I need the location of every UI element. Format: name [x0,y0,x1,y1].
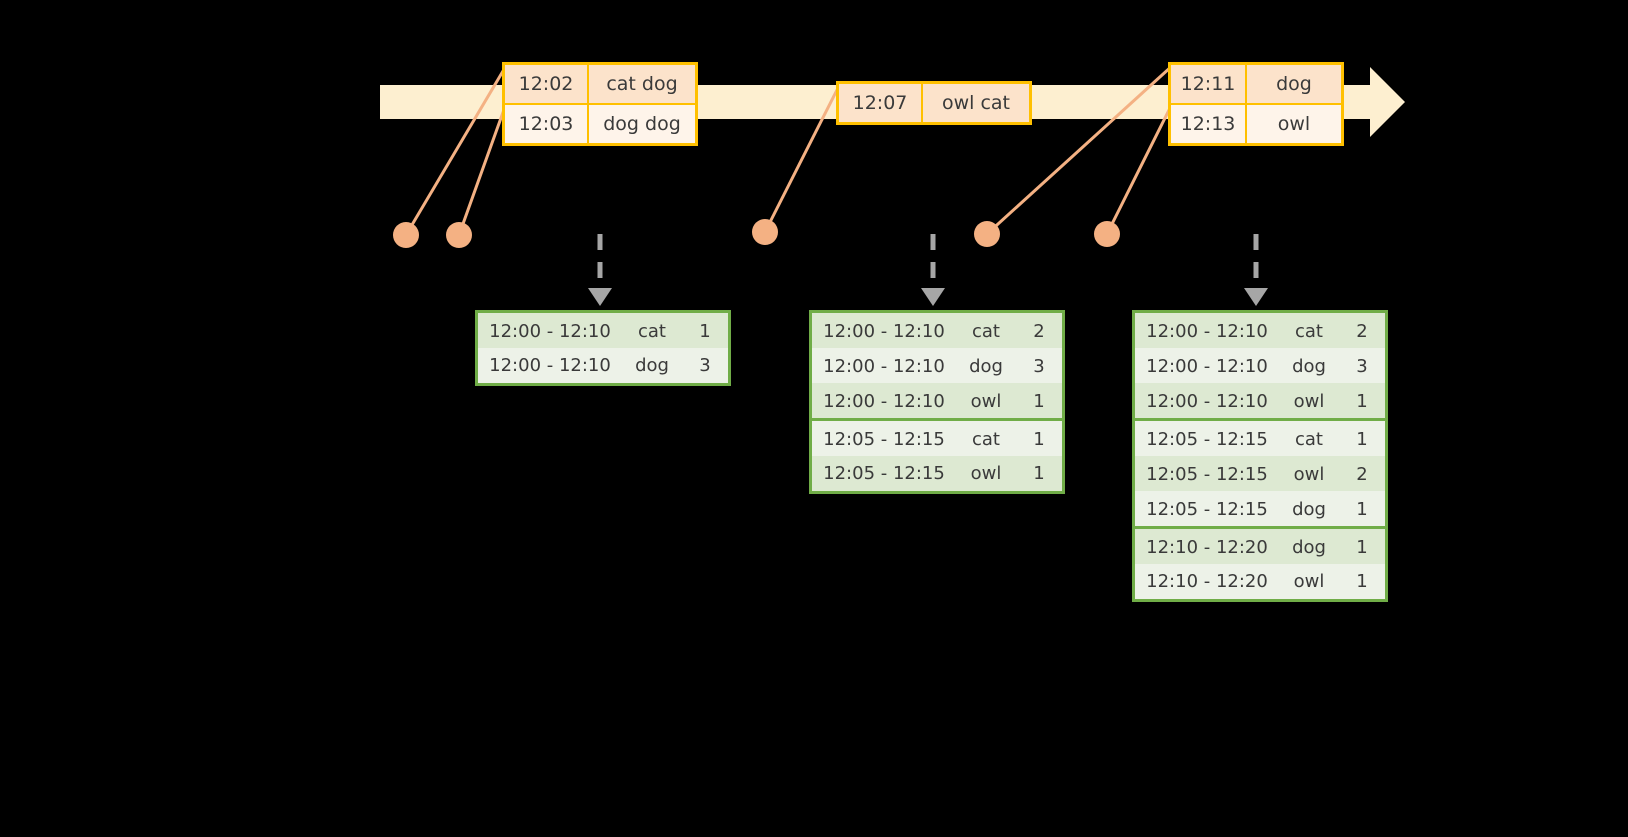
event-dot-1 [393,222,419,248]
word-cell: cat [1279,315,1339,348]
count-cell: 1 [1341,385,1383,418]
window-cell: 12:00 - 12:10 [814,385,954,418]
event-row: 12:02 cat dog [505,65,695,103]
count-cell: 1 [1341,531,1383,564]
window-cell: 12:05 - 12:15 [1137,458,1277,491]
event-row: 12:03 dog dog [505,103,695,143]
word-cell: owl [956,385,1016,418]
count-cell: 2 [1018,315,1060,348]
word-cell: dog [622,350,682,381]
word-cell: cat [622,315,682,348]
word-cell: owl [1279,385,1339,418]
event-dot-4 [974,221,1000,247]
connector-line-2 [457,103,508,236]
event-timestamp: 12:07 [839,84,923,122]
event-timestamp: 12:11 [1171,65,1247,103]
window-cell: 12:05 - 12:15 [814,458,954,489]
count-cell: 1 [1341,493,1383,526]
word-cell: dog [1279,531,1339,564]
count-cell: 1 [1018,423,1060,456]
event-row: 12:11 dog [1171,65,1341,103]
window-cell: 12:00 - 12:10 [1137,350,1277,383]
window-cell: 12:00 - 12:10 [814,350,954,383]
event-payload: dog dog [603,113,681,135]
word-cell: cat [956,423,1016,456]
count-cell: 3 [684,350,726,381]
word-cell: dog [956,350,1016,383]
word-cell: owl [1279,566,1339,597]
dashed-arrow-2-head [921,288,945,306]
word-cell: cat [1279,423,1339,456]
dashed-arrow-1-head [588,288,612,306]
count-cell: 2 [1341,458,1383,491]
connector-line-5 [1105,103,1174,235]
connector-line-3 [763,83,842,233]
event-box-3: 12:11 dog 12:13 owl [1168,62,1344,146]
window-cell: 12:05 - 12:15 [1137,423,1277,456]
window-cell: 12:00 - 12:10 [1137,385,1277,418]
window-cell: 12:10 - 12:20 [1137,566,1277,597]
count-cell: 1 [684,315,726,348]
connector-line-1 [404,65,508,236]
event-box-1: 12:02 cat dog 12:03 dog dog [502,62,698,146]
event-payload: dog [1276,73,1312,95]
event-row: 12:13 owl [1171,103,1341,143]
event-timestamp: 12:13 [1171,105,1247,143]
event-timestamp: 12:03 [505,105,589,143]
window-cell: 12:00 - 12:10 [480,315,620,348]
window-cell: 12:05 - 12:15 [1137,493,1277,526]
event-dot-3 [752,219,778,245]
event-row: 12:07 owl cat [839,84,1029,122]
dashed-arrow-3-head [1244,288,1268,306]
word-cell: owl [956,458,1016,489]
count-cell: 1 [1018,458,1060,489]
word-cell: dog [1279,493,1339,526]
count-cell: 1 [1018,385,1060,418]
window-cell: 12:00 - 12:10 [480,350,620,381]
event-dot-2 [446,222,472,248]
count-cell: 2 [1341,315,1383,348]
word-cell: cat [956,315,1016,348]
count-cell: 1 [1341,566,1383,597]
word-cell: dog [1279,350,1339,383]
count-cell: 3 [1341,350,1383,383]
window-cell: 12:05 - 12:15 [814,423,954,456]
word-cell: owl [1279,458,1339,491]
event-payload: owl cat [941,92,1011,114]
count-cell: 3 [1018,350,1060,383]
count-cell: 1 [1341,423,1383,456]
event-dot-5 [1094,221,1120,247]
window-cell: 12:10 - 12:20 [1137,531,1277,564]
window-cell: 12:00 - 12:10 [1137,315,1277,348]
event-payload: cat dog [606,73,678,95]
event-box-2: 12:07 owl cat [836,81,1032,125]
event-payload: owl [1277,113,1311,135]
event-timestamp: 12:02 [505,65,589,103]
window-cell: 12:00 - 12:10 [814,315,954,348]
